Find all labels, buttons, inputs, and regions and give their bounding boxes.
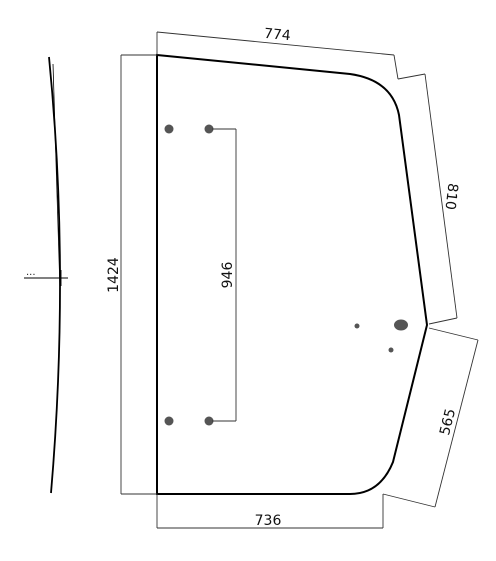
- right-lower-ext-top: [428, 327, 479, 341]
- hole-top-right: [204, 124, 214, 134]
- hole-large-right: [394, 319, 408, 331]
- profile-thickness-line: [52, 63, 61, 291]
- hole-top-left: [164, 124, 174, 134]
- hole-bottom-left: [164, 416, 174, 426]
- right-upper-ext-top: [397, 73, 426, 80]
- hole-small-right: [354, 323, 360, 329]
- glass-panel-front-view: [156, 53, 429, 495]
- right-lower-label: 565: [437, 407, 459, 437]
- right-lower-ext-bottom: [382, 493, 436, 508]
- hole-spacing-dimension: 946: [212, 128, 237, 422]
- side-profile-view: ...: [24, 56, 68, 494]
- right-lower-dim-line: [434, 339, 479, 508]
- hole-spacing-label: 946: [220, 262, 236, 289]
- right-lower-dimension: 565: [382, 327, 479, 508]
- left-height-label: 1424: [106, 257, 122, 293]
- glass-profile-curve: [48, 56, 61, 494]
- hole-small-lower: [388, 347, 394, 353]
- mounting-holes: [164, 124, 408, 426]
- glass-panel-outline: [156, 53, 429, 495]
- bottom-width-label: 736: [255, 513, 282, 529]
- right-upper-dim-line: [424, 73, 458, 319]
- hole-bottom-right: [204, 416, 214, 426]
- profile-marker-label: ...: [26, 267, 36, 278]
- bottom-width-dimension: 736: [156, 494, 384, 529]
- right-upper-label: 810: [441, 182, 460, 210]
- right-upper-ext-bottom: [428, 317, 458, 325]
- top-width-dimension: 774: [156, 26, 399, 80]
- right-upper-dimension: 810: [397, 73, 461, 325]
- top-width-ext-right: [393, 54, 399, 80]
- top-width-label: 774: [263, 26, 291, 44]
- left-height-dimension: 1424: [106, 54, 157, 495]
- top-width-dim-line: [156, 31, 395, 56]
